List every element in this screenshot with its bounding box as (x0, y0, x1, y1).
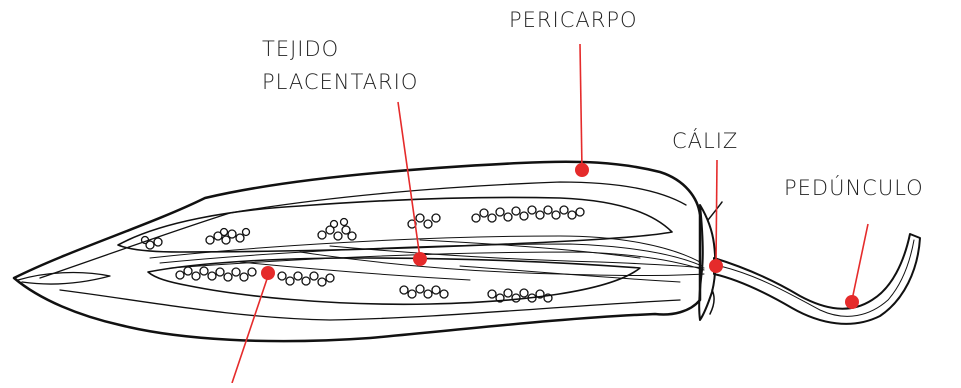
label-tejido-line1: TEJIDO (262, 37, 340, 61)
label-tejido-line2: PLACENTARIO (262, 70, 419, 94)
label-pericarpo: PERICARPO (509, 8, 638, 32)
pepper-body (12, 160, 921, 343)
leader-tejido (397, 101, 421, 259)
pericarp-lower-line (59, 289, 681, 321)
label-tejido-placentario: TEJIDO PLACENTARIO (262, 33, 418, 99)
placental-tissue (149, 235, 705, 283)
marker-tejido (413, 252, 427, 266)
seeds-lower (175, 266, 553, 303)
calyx (698, 204, 717, 321)
marker-pedunculo (845, 295, 859, 309)
upper-cavity (117, 196, 673, 253)
leader-pedunculo (851, 223, 869, 301)
lower-cavity (147, 257, 641, 306)
leader-semillas (231, 275, 269, 384)
label-pedunculo: PEDÚNCULO (784, 176, 924, 200)
label-caliz: CÁLIZ (672, 129, 739, 153)
peduncle-fiber (719, 239, 915, 317)
marker-pericarpo (575, 163, 589, 177)
marker-caliz (709, 259, 723, 273)
markers (261, 163, 859, 309)
leaders (231, 43, 869, 384)
peduncle (713, 233, 921, 325)
leader-pericarpo (579, 43, 583, 171)
seeds-upper (140, 205, 585, 250)
pericarp-inner-line (39, 181, 687, 279)
marker-semillas (261, 266, 275, 280)
leader-caliz (715, 159, 718, 265)
tip-fold (17, 271, 111, 285)
